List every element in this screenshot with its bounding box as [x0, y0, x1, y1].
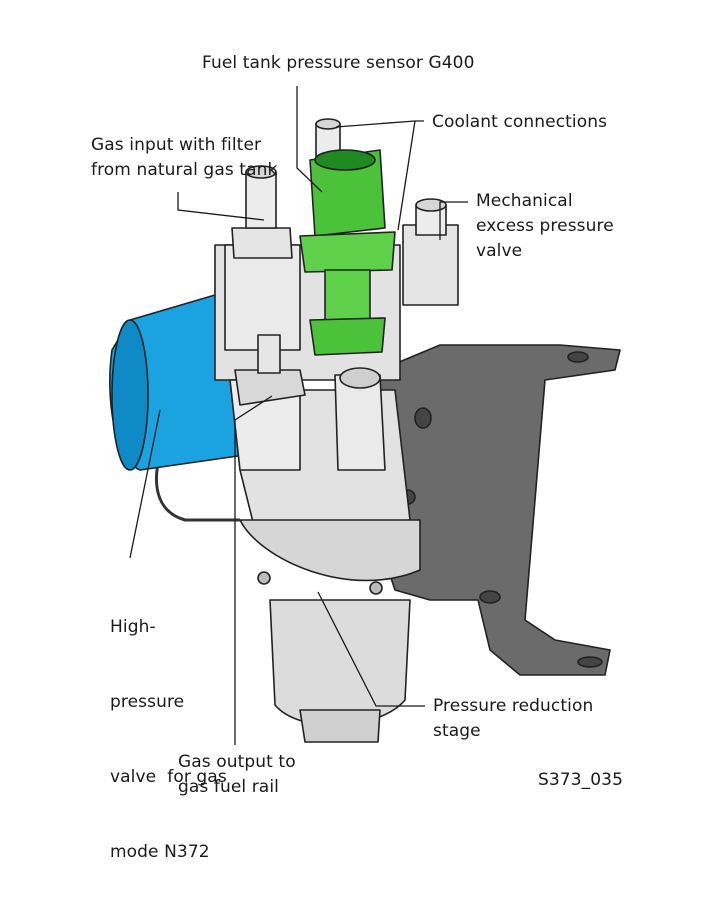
figure-id: S373_035 — [538, 770, 623, 790]
label-line: Coolant connections — [432, 112, 608, 132]
leader-fuel-sensor — [296, 86, 323, 193]
fuel-tank-pressure-sensor — [299, 149, 396, 356]
label-gas-output: Gas output to gas fuel rail — [178, 750, 296, 800]
label-line: pressure — [110, 692, 185, 712]
leader-pressure-reduction — [317, 591, 425, 707]
label-line: Gas input with filter — [91, 135, 262, 155]
label-line: valve for gas — [110, 767, 227, 787]
label-line: Fuel tank pressure sensor G400 — [202, 53, 475, 73]
label-mechanical-valve: Mechanical excess pressure valve — [476, 189, 614, 264]
leader-gas-input — [177, 192, 265, 221]
leader-high-pressure-valve — [129, 409, 161, 559]
label-line: mode N372 — [110, 842, 210, 862]
label-high-pressure-valve: High- pressure valve for gas mode N372 — [110, 565, 227, 890]
label-line: Mechanical — [476, 191, 573, 211]
label-line: excess pressure — [476, 216, 614, 236]
label-line: from natural gas tank — [91, 160, 278, 180]
label-line: Pressure reduction — [433, 696, 594, 716]
label-coolant-connections: Coolant connections — [432, 110, 607, 135]
leader-coolant-a — [335, 120, 424, 128]
label-line: Gas output to — [178, 752, 296, 772]
leader-coolant-b — [397, 120, 416, 231]
label-pressure-reduction-stage: Pressure reduction stage — [433, 694, 593, 744]
label-line: valve — [476, 241, 523, 261]
label-fuel-tank-pressure-sensor: Fuel tank pressure sensor G400 — [202, 51, 475, 76]
leader-mechanical-valve — [439, 201, 468, 240]
mounting-bracket — [379, 344, 621, 676]
leader-gas-output — [234, 395, 273, 745]
leader-lines — [129, 86, 468, 745]
high-pressure-solenoid — [109, 294, 246, 471]
label-gas-input: Gas input with filter from natural gas t… — [91, 133, 277, 183]
label-line: High- — [110, 617, 156, 637]
label-line: stage — [433, 721, 481, 741]
label-line: gas fuel rail — [178, 777, 279, 797]
